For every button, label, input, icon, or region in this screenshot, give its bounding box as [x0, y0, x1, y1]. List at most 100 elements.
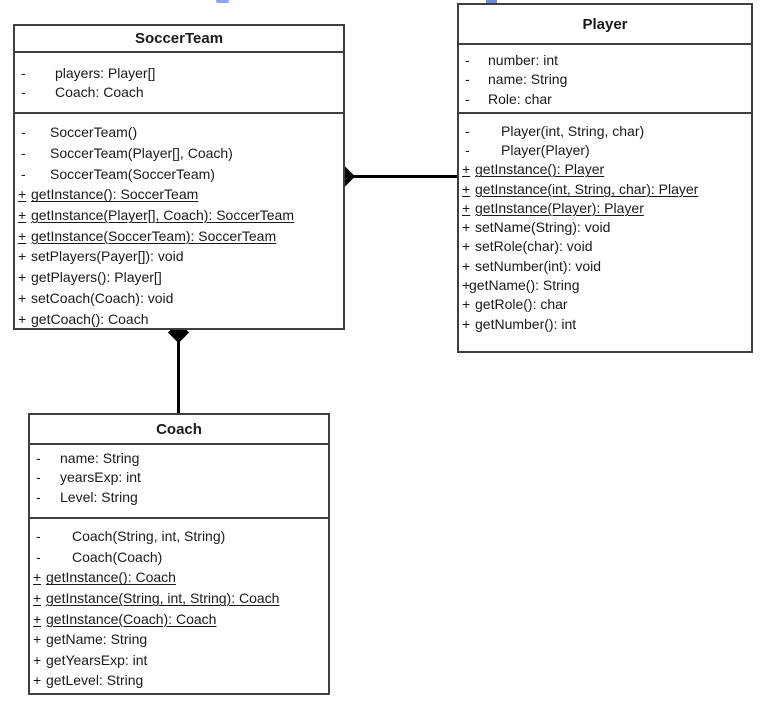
attributes-section: -name: String-yearsExp: int-Level: Strin…: [30, 445, 328, 519]
member-text: getPlayers(): Player[]: [31, 269, 162, 286]
uml-member-row: - Coach: Coach: [15, 82, 343, 101]
uml-member-row: +getName: String: [30, 629, 328, 650]
uml-member-row: - Level: String: [30, 487, 328, 507]
visibility-marker: +: [33, 651, 42, 668]
selection-handle-icon[interactable]: [216, 0, 229, 3]
uml-member-row: - name: String: [30, 448, 328, 468]
uml-member-row: +getInstance(String, int, String): Coach: [30, 588, 328, 609]
member-text: name: String: [488, 71, 568, 88]
visibility-marker: +: [462, 238, 471, 255]
class-title: SoccerTeam: [15, 26, 343, 53]
visibility-marker: -: [465, 141, 470, 158]
uml-member-row: - number: int: [459, 50, 751, 70]
uml-member-row: -Coach(Coach): [30, 547, 328, 568]
member-text: number: int: [488, 51, 559, 68]
member-text: setRole(char): void: [475, 238, 593, 255]
uml-member-row: +getYearsExp: int: [30, 650, 328, 671]
uml-member-row: - Coach(String, int, String): [30, 526, 328, 547]
visibility-marker: -: [21, 165, 26, 182]
member-text: setPlayers(Payer[]): void: [31, 248, 184, 265]
visibility-marker: -: [36, 488, 41, 505]
member-text: Level: String: [60, 488, 138, 505]
class-title: Player: [459, 5, 751, 45]
selection-handle-icon[interactable]: [486, 0, 497, 4]
member-text: Coach(String, int, String): [72, 528, 226, 545]
uml-member-row: - players: Player[]: [15, 63, 343, 82]
visibility-marker: -: [21, 83, 26, 100]
visibility-marker: +: [18, 227, 27, 244]
visibility-marker: +: [462, 257, 471, 274]
member-text: getRole(): char: [475, 296, 568, 313]
uml-member-row: -yearsExp: int: [30, 468, 328, 488]
uml-member-row: +getInstance(Player): Player: [459, 198, 751, 217]
visibility-marker: -: [21, 124, 26, 141]
member-text: Player(int, String, char): [501, 122, 645, 139]
uml-member-row: - Role: char: [459, 89, 751, 109]
uml-member-row: +getPlayers(): Player[]: [15, 267, 343, 288]
member-text: getName: String: [46, 631, 148, 648]
uml-member-row: +getNumber(): int: [459, 314, 751, 333]
visibility-marker: -: [36, 449, 41, 466]
member-text: Role: char: [488, 90, 552, 107]
member-text: players: Player[]: [55, 64, 156, 81]
visibility-marker: -: [465, 90, 470, 107]
uml-member-row: -name: String: [459, 70, 751, 90]
uml-member-row: - Player(int, String, char): [459, 121, 751, 140]
class-box-coach[interactable]: Coach -name: String-yearsExp: int-Level:…: [28, 413, 330, 695]
uml-member-row: +getInstance(int, String, char): Player: [459, 179, 751, 198]
member-text: getInstance(): SoccerTeam: [31, 186, 199, 203]
visibility-marker: -: [465, 51, 470, 68]
visibility-marker: +: [462, 161, 471, 178]
uml-member-row: +getInstance(): Player: [459, 160, 751, 179]
visibility-marker: +: [462, 199, 471, 216]
member-text: getCoach(): Coach: [31, 310, 149, 327]
member-text: getLevel: String: [46, 672, 144, 689]
uml-member-row: +getLevel: String: [30, 670, 328, 691]
methods-section: -Player(int, String, char)-Player(Player…: [459, 114, 751, 333]
uml-member-row: -SoccerTeam(Player[], Coach): [15, 143, 343, 164]
visibility-marker: +: [18, 310, 27, 327]
member-text: getInstance(Player): Player: [475, 199, 644, 216]
visibility-marker: +: [33, 590, 42, 607]
uml-member-row: +getCoach(): Coach: [15, 308, 343, 329]
visibility-marker: +: [18, 248, 27, 265]
member-text: getName(): String: [469, 277, 580, 294]
visibility-marker: +: [33, 569, 42, 586]
visibility-marker: -: [36, 528, 41, 545]
member-text: getInstance(): Player: [475, 161, 605, 178]
composition-connector-soccerteam-coach[interactable]: [177, 334, 180, 413]
visibility-marker: +: [33, 672, 42, 689]
composition-connector-soccerteam-player[interactable]: [349, 175, 457, 178]
uml-member-row: -SoccerTeam(SoccerTeam): [15, 163, 343, 184]
uml-member-row: +getInstance(): SoccerTeam: [15, 184, 343, 205]
uml-member-row: +getInstance(Coach): Coach: [30, 608, 328, 629]
member-text: name: String: [60, 449, 140, 466]
visibility-marker: +: [462, 315, 471, 332]
class-box-player[interactable]: Player -number: int-name: String-Role: c…: [457, 3, 753, 353]
uml-member-row: +setPlayers(Payer[]): void: [15, 246, 343, 267]
class-box-soccerteam[interactable]: SoccerTeam - players: Player[] - Coach: Coa…: [13, 24, 345, 330]
visibility-marker: -: [21, 64, 26, 81]
member-text: getYearsExp: int: [46, 651, 148, 668]
visibility-marker: -: [465, 122, 470, 139]
member-text: setNumber(int): void: [475, 257, 602, 274]
uml-member-row: +setCoach(Coach): void: [15, 288, 343, 309]
member-text: SoccerTeam(): [50, 124, 138, 141]
visibility-marker: +: [18, 186, 27, 203]
uml-member-row: +getInstance(Player[], Coach): SoccerTea…: [15, 205, 343, 226]
member-text: Coach: Coach: [55, 83, 144, 100]
uml-member-row: +getInstance(SoccerTeam): SoccerTeam: [15, 225, 343, 246]
member-text: getInstance(int, String, char): Player: [475, 180, 699, 197]
member-text: getInstance(Player[], Coach): SoccerTeam: [31, 207, 295, 224]
attributes-section: -number: int-name: String-Role: char: [459, 45, 751, 114]
visibility-marker: +: [462, 219, 471, 236]
visibility-marker: +: [462, 277, 471, 294]
member-text: yearsExp: int: [60, 469, 141, 486]
visibility-marker: +: [462, 180, 471, 197]
uml-member-row: +getInstance(): Coach: [30, 567, 328, 588]
methods-section: - SoccerTeam() -SoccerTeam(Player[], Coach…: [15, 114, 343, 329]
uml-member-row: +getName(): String: [459, 275, 751, 294]
member-text: getNumber(): int: [475, 315, 577, 332]
attributes-section: - players: Player[] - Coach: Coach: [15, 53, 343, 114]
